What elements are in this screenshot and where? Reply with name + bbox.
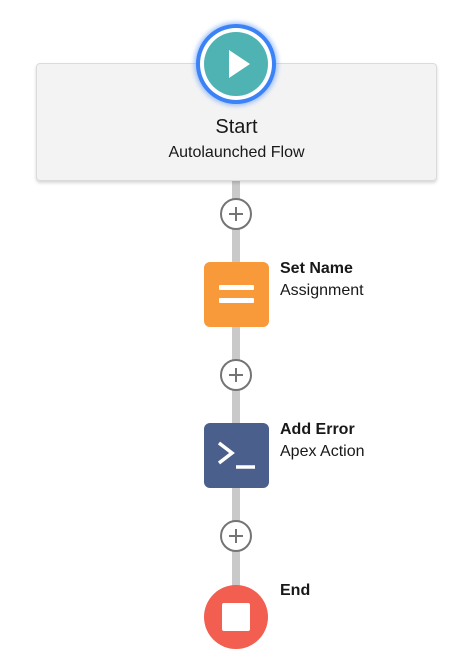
plus-icon [229, 529, 243, 543]
add-element-button[interactable] [220, 359, 252, 391]
apex-action-icon [217, 441, 255, 469]
add-element-button[interactable] [220, 520, 252, 552]
element-type: Apex Action [280, 443, 365, 460]
apex-action-node[interactable] [204, 423, 269, 488]
plus-icon [229, 207, 243, 221]
start-node-button[interactable] [204, 32, 268, 96]
element-title: Set Name [280, 260, 353, 277]
assignment-icon [219, 285, 254, 303]
stop-icon [222, 603, 250, 631]
plus-icon [229, 368, 243, 382]
add-element-button[interactable] [220, 198, 252, 230]
end-title: End [280, 582, 311, 599]
start-subtitle: Autolaunched Flow [168, 144, 305, 161]
element-type: Assignment [280, 282, 364, 299]
start-title: Start [215, 116, 258, 138]
end-node[interactable] [204, 585, 268, 649]
assignment-node[interactable] [204, 262, 269, 327]
start-node-focus-ring [196, 24, 276, 104]
element-title: Add Error [280, 421, 355, 438]
play-icon [229, 50, 250, 78]
